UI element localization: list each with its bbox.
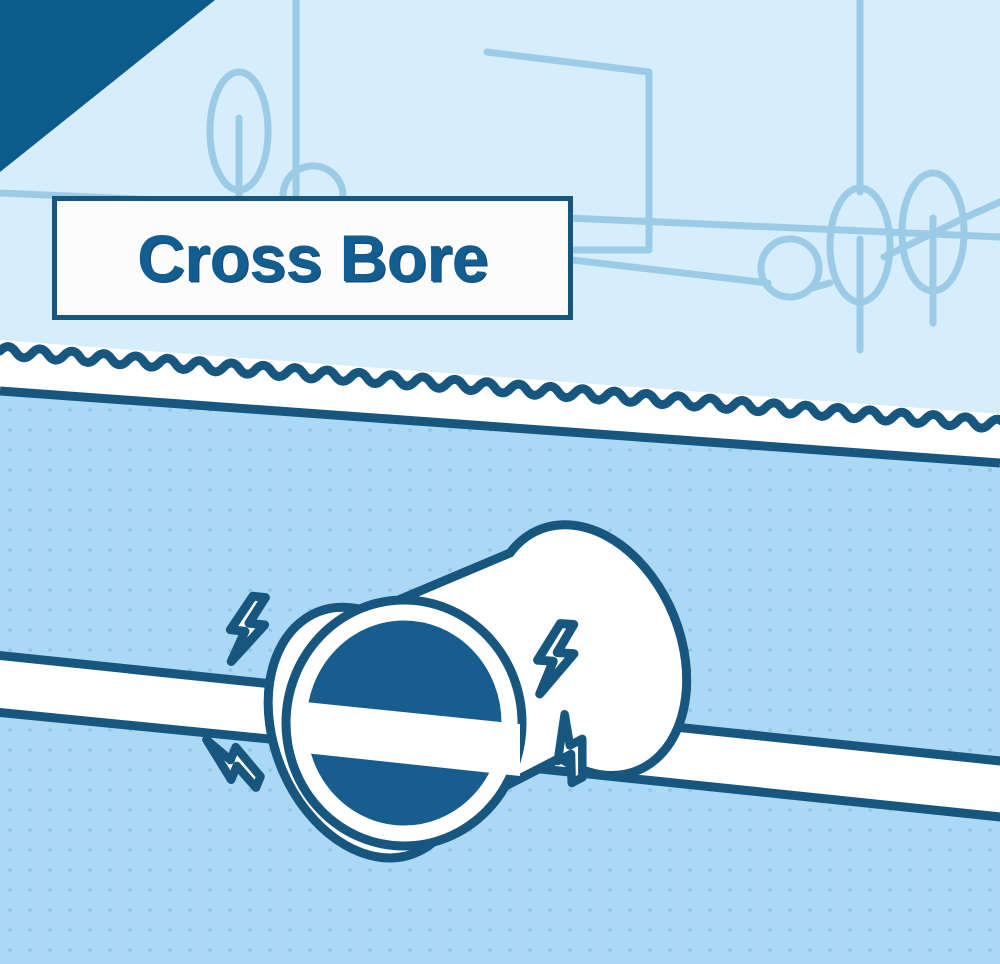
spark-upper-left: [225, 591, 270, 666]
spark-lower-right-bolt: [553, 710, 587, 788]
wavy-grass-surface-line: [0, 342, 1000, 433]
page-title: Cross Bore: [137, 221, 488, 295]
spark-right-on-pipe-bolt: [533, 619, 579, 699]
horizon-line-seg-a: [808, 279, 834, 292]
straight-subsurface-line: [0, 386, 1000, 468]
spark-right-on-pipe: [533, 619, 579, 699]
horizon-line-seg-b: [880, 198, 1000, 261]
spark-lower-left: [202, 735, 265, 792]
gas-line-bore-segment: [305, 702, 520, 776]
shrub-circle-right: [757, 235, 823, 301]
spark-lower-right: [553, 710, 587, 788]
corner-accent-triangle: [0, 0, 215, 172]
spark-lower-left-bolt: [202, 735, 265, 792]
shrub-semicircle-left: [279, 162, 347, 200]
spark-upper-left-bolt: [225, 591, 270, 666]
title-plate: Cross Bore: [52, 196, 573, 320]
gas-line-through-bore: [305, 702, 520, 776]
